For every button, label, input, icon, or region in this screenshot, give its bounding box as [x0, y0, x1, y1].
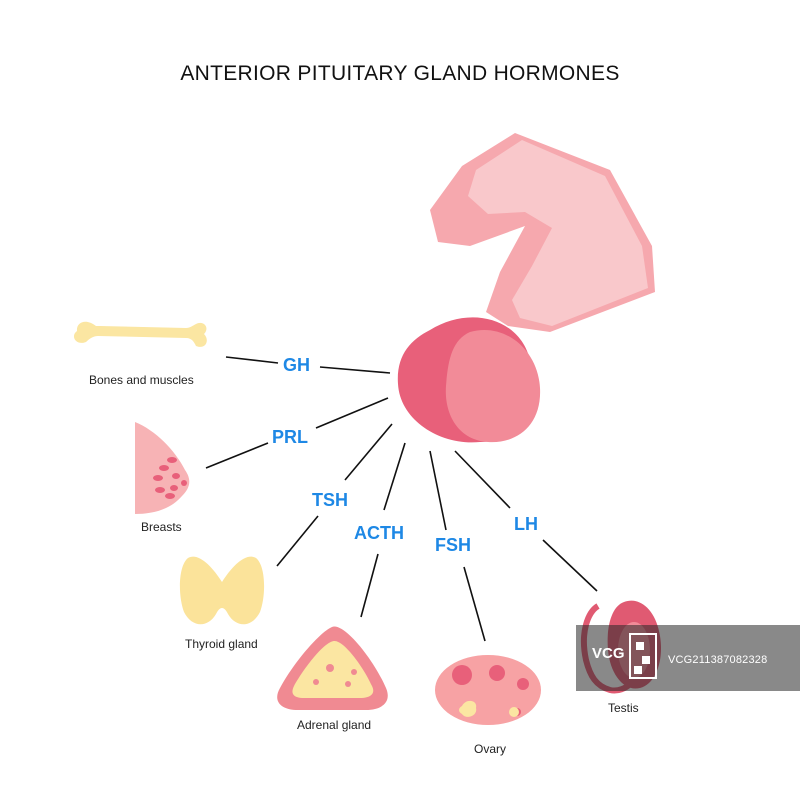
line-prl-left	[205, 442, 269, 469]
label-tsh: TSH	[312, 490, 348, 510]
pituitary-stalk	[430, 133, 655, 332]
ovary-icon	[435, 655, 541, 725]
line-lh-top	[454, 450, 511, 509]
label-ovary: Ovary	[474, 742, 507, 756]
label-bones: Bones and muscles	[89, 373, 194, 387]
line-tsh-top	[344, 423, 393, 481]
label-adrenal: Adrenal gland	[297, 718, 372, 732]
line-acth-top	[383, 442, 406, 511]
line-gh-left	[225, 356, 279, 364]
watermark-id: VCG211387082328	[668, 654, 768, 666]
label-acth: ACTH	[354, 523, 404, 543]
connector-lines	[205, 356, 598, 642]
line-tsh-bottom	[276, 515, 319, 567]
thyroid-icon	[179, 556, 265, 625]
watermark-logo: VCG	[592, 645, 625, 662]
line-gh-right	[319, 366, 391, 374]
label-breasts: Breasts	[141, 520, 182, 534]
line-lh-bottom	[542, 539, 598, 592]
breast-icon	[135, 422, 190, 514]
pituitary-gland	[397, 317, 541, 443]
watermark-logo-icon	[576, 625, 800, 691]
label-testis: Testis	[608, 701, 639, 715]
label-lh: LH	[514, 514, 538, 534]
line-acth-bottom	[360, 553, 379, 618]
line-fsh-bottom	[463, 566, 486, 642]
label-fsh: FSH	[435, 535, 471, 555]
label-thyroid: Thyroid gland	[185, 637, 258, 651]
line-prl-right	[315, 397, 389, 429]
diagram-title: ANTERIOR PITUITARY GLAND HORMONES	[180, 62, 620, 85]
label-gh: GH	[283, 355, 310, 375]
line-fsh-top	[429, 450, 447, 531]
bone-icon	[73, 321, 207, 347]
adrenal-icon	[277, 626, 388, 710]
label-prl: PRL	[272, 427, 308, 447]
